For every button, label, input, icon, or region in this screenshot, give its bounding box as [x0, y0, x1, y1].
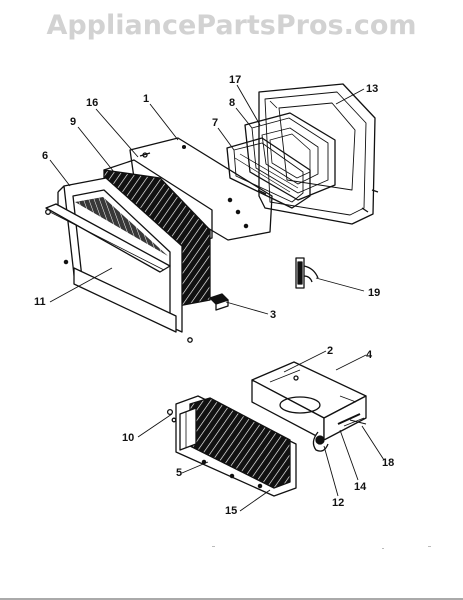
door-liner-part [258, 83, 379, 225]
callout-10: 10 [122, 432, 134, 444]
callout-12: 12 [332, 497, 344, 509]
callout-3: 3 [270, 309, 276, 321]
outer-door-frame [45, 177, 193, 343]
callout-2: 2 [327, 345, 333, 357]
callout-6: 6 [42, 150, 48, 162]
callout-14: 14 [354, 481, 367, 493]
callout-15: 15 [225, 505, 237, 517]
callout-1: 1 [143, 93, 149, 105]
door-clip-part [209, 293, 229, 311]
callout-8: 8 [229, 97, 235, 109]
callout-18: 18 [382, 457, 394, 469]
callout-11: 11 [34, 296, 46, 308]
callout-19: 19 [368, 287, 380, 299]
callout-5: 5 [176, 467, 182, 479]
callout-9: 9 [70, 116, 76, 128]
callout-16: 16 [86, 97, 98, 109]
scan-specks [212, 546, 431, 549]
watermark-text: AppliancePartsPros.com [46, 10, 417, 41]
callout-13: 13 [366, 83, 378, 95]
callout-labels: 1 2 3 4 5 6 7 8 9 10 11 12 13 14 15 16 1… [34, 74, 394, 517]
callout-17: 17 [229, 74, 241, 86]
callout-7: 7 [212, 117, 218, 129]
door-hinge-part [295, 257, 319, 289]
drawer-front-panel [166, 395, 297, 497]
window-glass-part [226, 137, 311, 209]
leader-lines [49, 84, 385, 512]
callout-4: 4 [366, 349, 373, 361]
